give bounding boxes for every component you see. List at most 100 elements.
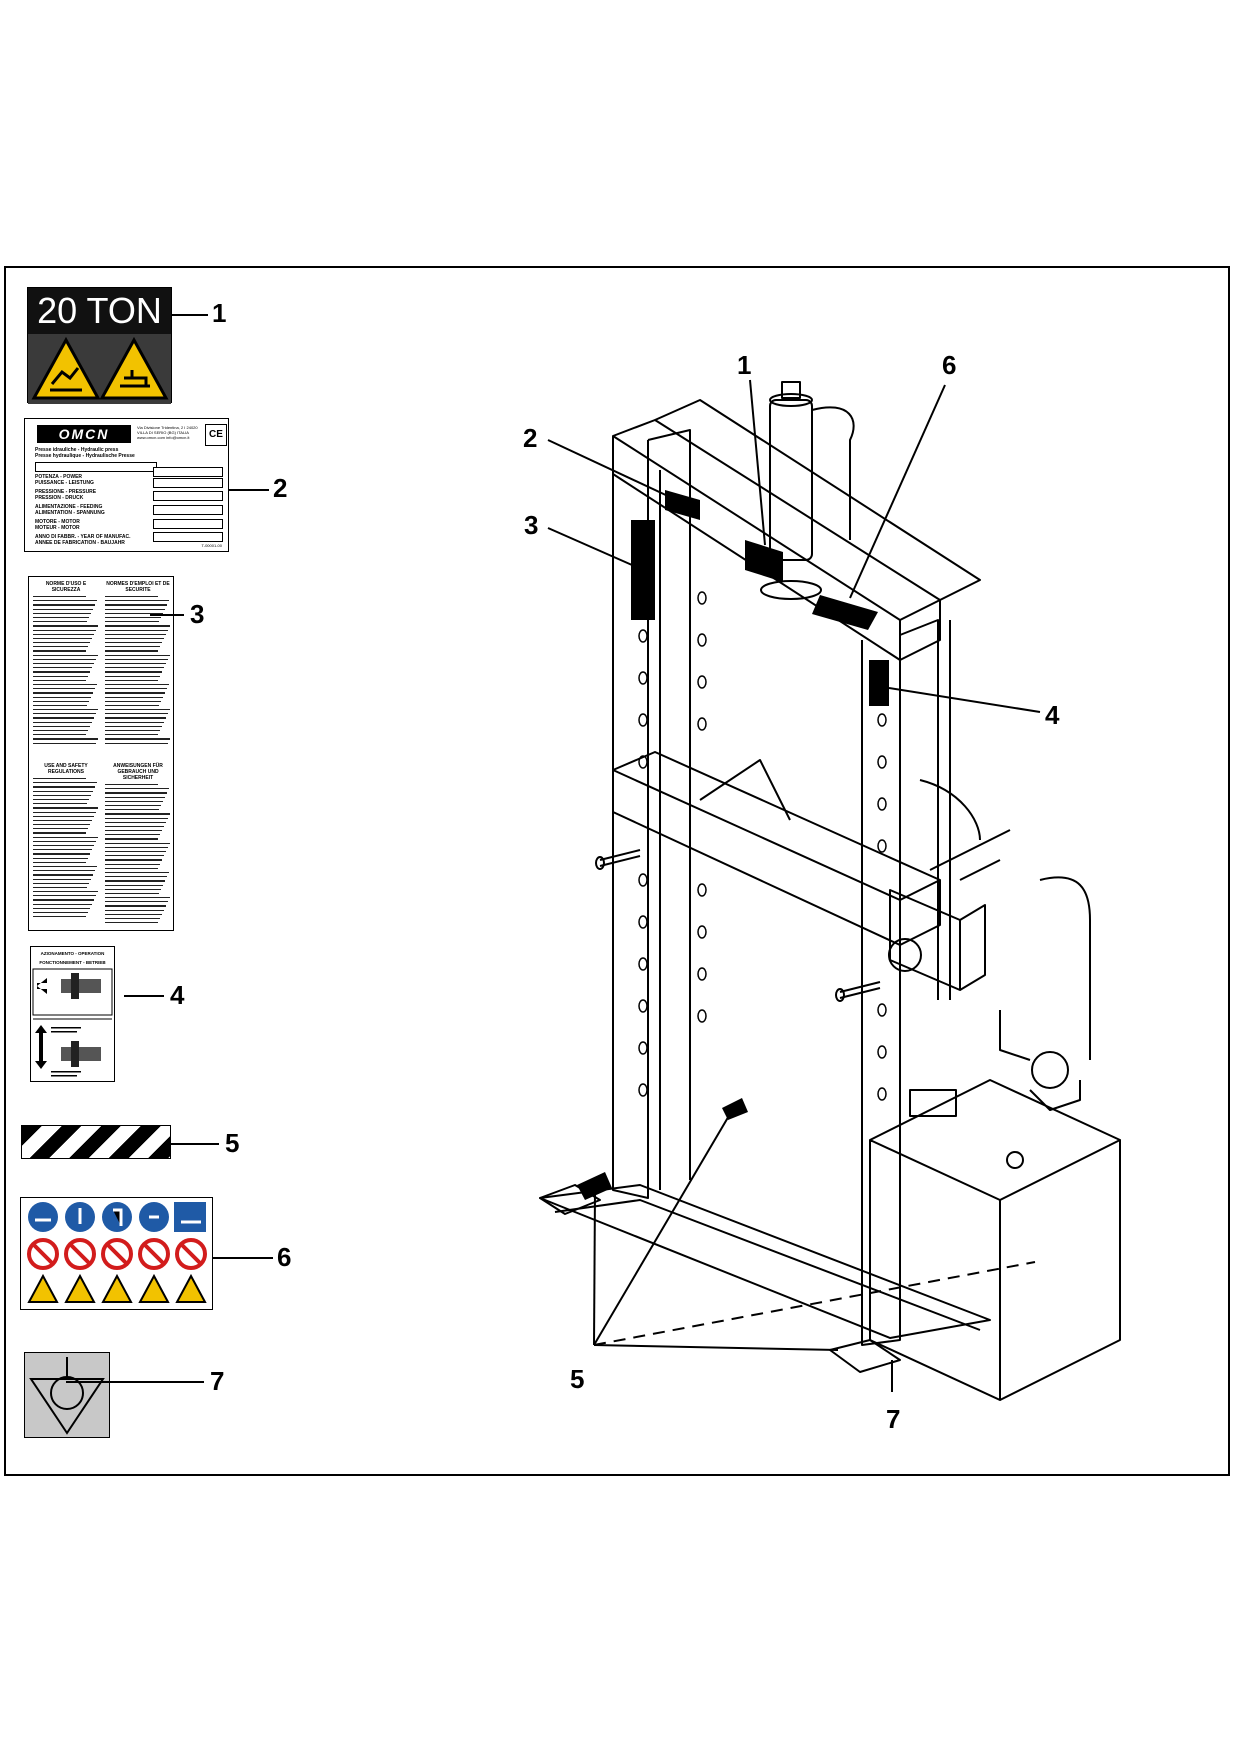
placement-label-4 xyxy=(869,660,889,706)
text-line xyxy=(105,825,165,828)
electric-hazard-icon xyxy=(27,1273,59,1303)
text-line xyxy=(33,721,93,723)
label-operation: AZIONAMENTO - OPERATION FONCTIONNEMENT -… xyxy=(30,946,115,1082)
text-line xyxy=(33,646,89,648)
text-line xyxy=(105,846,168,848)
text-line xyxy=(105,650,159,652)
text-line xyxy=(105,671,162,673)
text-line xyxy=(105,867,158,869)
text-line xyxy=(105,700,162,702)
text-line xyxy=(105,817,169,819)
field-feeding-1: ALIMENTAZIONE - FEEDING xyxy=(35,504,103,510)
operation-heading-1: AZIONAMENTO - OPERATION xyxy=(40,951,105,956)
text-line xyxy=(105,692,166,694)
callout-right-1: 1 xyxy=(737,350,752,380)
field-motor-2: MOTEUR - MOTOR xyxy=(35,525,80,531)
label-lifting-point xyxy=(24,1352,110,1438)
manufacturer-address: Via Divisione Tridentina, 2 I 24020 VILL… xyxy=(137,425,198,440)
crush-hazard-icon xyxy=(64,1273,96,1303)
operation-heading-2: FONCTIONNEMENT - BETRIEB xyxy=(39,960,106,965)
text-line xyxy=(33,895,97,897)
crush-hazard-icon xyxy=(31,336,101,400)
text-line xyxy=(105,892,160,895)
hand-injury-icon xyxy=(101,1273,133,1303)
text-line xyxy=(33,663,94,665)
text-line xyxy=(33,824,91,826)
left-foot xyxy=(539,1184,601,1215)
product-line-1: Presse idrauliche - Hydraulic press xyxy=(35,447,119,453)
text-line xyxy=(33,730,89,732)
text-line xyxy=(33,734,87,736)
text-line xyxy=(105,688,168,690)
product-line-2: Presse hydraulique - Hydraulische Presse xyxy=(35,453,135,459)
text-line xyxy=(105,625,171,627)
label-safety-signs xyxy=(20,1197,213,1310)
brand-logo: OMCN xyxy=(37,425,131,443)
bed-pin-left xyxy=(599,849,641,867)
text-line xyxy=(33,903,93,905)
pressure-gauge-icon xyxy=(1031,1051,1069,1089)
text-line xyxy=(105,788,170,790)
text-line xyxy=(105,675,160,677)
text-line xyxy=(105,804,162,807)
text-line xyxy=(33,840,96,842)
text-line xyxy=(33,600,98,602)
text-line xyxy=(33,886,88,889)
text-line xyxy=(105,842,170,844)
text-line xyxy=(105,880,166,882)
text-line xyxy=(33,891,99,893)
text-line xyxy=(33,709,99,711)
callout-right-7: 7 xyxy=(886,1404,901,1434)
text-line xyxy=(33,803,88,805)
callout-left-6: 6 xyxy=(277,1242,292,1272)
text-line xyxy=(33,790,94,792)
label-capacity-20-ton: 20 TON xyxy=(27,287,172,404)
text-line xyxy=(105,696,164,698)
callout-left-1: 1 xyxy=(212,298,227,328)
text-line xyxy=(105,713,169,715)
field-power-2: PUISSANCE - LEISTUNG xyxy=(35,480,94,486)
text-line xyxy=(33,861,86,863)
text-line xyxy=(105,922,159,924)
slip-hazard-icon xyxy=(175,1273,207,1303)
text-line xyxy=(33,899,95,901)
text-line xyxy=(33,857,88,859)
label-hazard-stripes xyxy=(21,1125,171,1159)
text-line xyxy=(33,604,96,606)
field-year-2: ANNEE DE FABRICATION - BAUJAHR xyxy=(35,540,125,546)
placement-label-6 xyxy=(812,595,878,630)
text-line xyxy=(33,608,94,610)
text-line xyxy=(105,830,163,832)
text-line xyxy=(33,828,89,830)
bed-pin-right xyxy=(839,981,881,999)
text-line xyxy=(105,717,167,719)
text-line xyxy=(105,608,166,610)
text-line xyxy=(105,658,168,660)
text-line xyxy=(33,616,90,619)
text-line xyxy=(33,832,87,834)
text-line xyxy=(33,700,90,702)
value-box xyxy=(153,491,223,501)
capacity-text: 20 TON xyxy=(28,288,171,334)
leader-line xyxy=(124,995,164,997)
text-line xyxy=(33,912,89,914)
text-line xyxy=(33,696,92,698)
text-line xyxy=(105,704,160,707)
text-line xyxy=(105,800,164,802)
text-line xyxy=(33,658,96,660)
text-line xyxy=(33,916,87,918)
text-line xyxy=(105,888,162,890)
callout-right-2: 2 xyxy=(523,423,538,453)
text-line xyxy=(105,884,164,886)
text-line xyxy=(33,865,98,868)
warning-pictograms xyxy=(28,334,171,404)
text-line xyxy=(33,798,90,801)
placement-label-2 xyxy=(665,490,700,520)
leader-line xyxy=(172,314,208,316)
text-line xyxy=(105,667,164,669)
text-line xyxy=(105,683,170,686)
text-line xyxy=(33,671,90,673)
text-line xyxy=(33,717,95,719)
figure-frame xyxy=(4,266,1230,1476)
